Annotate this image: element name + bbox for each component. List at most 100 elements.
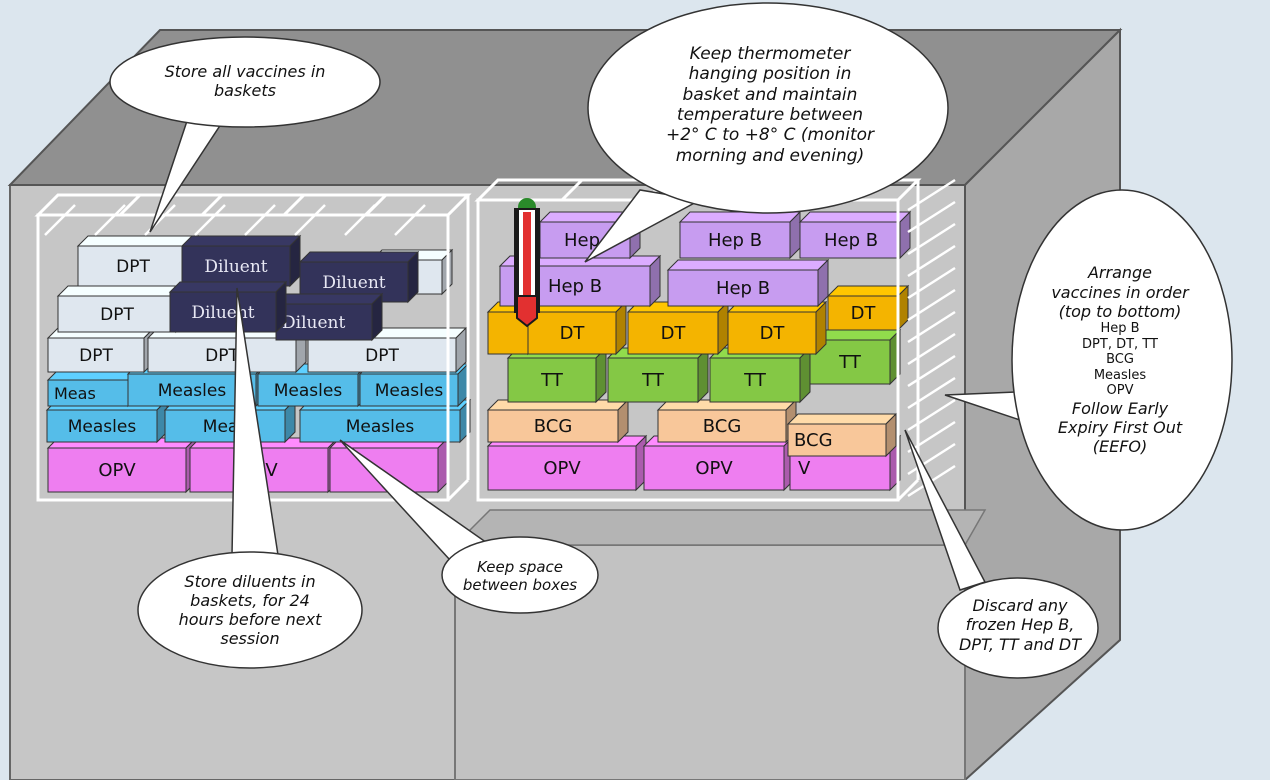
arrange-title-2: vaccines in order xyxy=(1051,282,1189,302)
callout-arrange: Arrange vaccines in order (top to bottom… xyxy=(1020,230,1220,490)
diluent-box: Diluent xyxy=(274,292,384,342)
bcg-box: BCG xyxy=(486,398,630,444)
hepb-label: Hep B xyxy=(708,230,762,251)
tt-box: TT xyxy=(708,346,812,404)
wire-line xyxy=(907,376,956,410)
thermo-line-6: morning and evening) xyxy=(675,145,865,166)
arrange-item-hepb: Hep B xyxy=(1100,321,1140,337)
measles-label: Measles xyxy=(68,417,137,437)
callout-discard-bubble xyxy=(904,429,1099,679)
thermo-line-3: basket and maintain xyxy=(682,84,858,105)
hepb-box: Hep B xyxy=(678,210,802,260)
opv-label: V xyxy=(798,458,811,479)
thermo-line-4: temperature between xyxy=(676,105,864,125)
dt-label: DT xyxy=(851,303,877,324)
dpt-box: DPT xyxy=(46,326,156,374)
wire-line xyxy=(344,204,376,236)
opv-box: OPV xyxy=(46,436,198,494)
thermo-line-5: +2° C to +8° C (monitor xyxy=(665,125,875,146)
diluent-label: Diluent xyxy=(322,273,385,293)
arrange-footer-2: Expiry First Out xyxy=(1057,418,1183,438)
tt-box: TT xyxy=(606,346,710,404)
measles-label: Measles xyxy=(375,381,444,401)
hepb-box: Hep B xyxy=(666,258,830,308)
arrange-title-3: (top to bottom) xyxy=(1058,301,1182,321)
dt-label: DT xyxy=(760,323,786,344)
tt-label: TT xyxy=(743,370,767,391)
diluent-box: Diluent xyxy=(168,280,288,334)
thermo-line-1: Keep thermometer xyxy=(689,43,851,64)
store-vaccines-text: Store all vaccines in baskets xyxy=(164,61,326,100)
wire-line xyxy=(907,398,956,432)
wire-line xyxy=(907,200,956,234)
callout-arrange-bubble xyxy=(944,189,1233,531)
wire-line xyxy=(44,204,76,236)
dt-label: DT xyxy=(661,323,687,344)
hepb-box: Hep B xyxy=(798,210,912,260)
tt-label: TT xyxy=(540,370,564,391)
diluents-line-1: Store diluents in xyxy=(184,571,316,591)
lower-compartment-top xyxy=(453,509,987,546)
wire-line xyxy=(907,178,956,212)
diluent-label: Diluent xyxy=(282,313,345,333)
wire-line xyxy=(907,244,956,278)
wire-line xyxy=(194,204,226,236)
thermometer-icon xyxy=(514,198,540,328)
arrange-item-bcg: BCG xyxy=(1106,352,1134,368)
dt-box: DT xyxy=(626,300,730,356)
wire-line xyxy=(907,420,956,454)
dpt-label: DPT xyxy=(79,346,113,366)
bcg-box: BCG xyxy=(656,398,798,444)
callout-diluents: Store diluents in baskets, for 24 hours … xyxy=(150,570,350,650)
diluents-line-4: session xyxy=(220,629,280,649)
space-line-1: Keep space xyxy=(476,558,564,576)
dt-box: DT xyxy=(526,300,628,356)
wire-line xyxy=(907,332,956,366)
arrange-item-opv: OPV xyxy=(1106,383,1134,399)
arrange-footer-3: (EEFO) xyxy=(1092,437,1148,457)
diluent-label: Diluent xyxy=(204,257,267,277)
dpt-label: DPT xyxy=(365,346,399,366)
dt-box: DT xyxy=(826,284,910,332)
opv-box: OPV xyxy=(642,434,796,492)
arrange-item-measles: Measles xyxy=(1093,367,1147,383)
dpt-label: DPT xyxy=(116,257,150,277)
discard-line-2: frozen Hep B, xyxy=(965,615,1075,635)
measles-label: Measles xyxy=(158,381,227,401)
bcg-box: BCG xyxy=(786,412,898,458)
discard-line-3: DPT, TT and DT xyxy=(959,634,1081,654)
bcg-label: BCG xyxy=(534,416,573,437)
hepb-label: Hep B xyxy=(824,230,878,251)
diluent-label: Diluent xyxy=(191,303,254,323)
space-line-2: between boxes xyxy=(462,576,578,594)
callout-discard: Discard any frozen Hep B, DPT, TT and DT xyxy=(940,590,1100,660)
wire-line xyxy=(907,442,956,476)
arrange-footer-1: Follow Early xyxy=(1071,398,1169,418)
dt-box: DT xyxy=(726,300,828,356)
opv-box: OPV xyxy=(486,434,648,492)
opv-label: OPV xyxy=(695,458,733,479)
dpt-label: DPT xyxy=(100,305,134,325)
wire-line xyxy=(907,222,956,256)
tt-label: TT xyxy=(641,370,665,391)
opv-label: OPV xyxy=(543,458,581,479)
thermo-line-2: hanging position in xyxy=(688,64,852,85)
wire-line xyxy=(244,204,276,236)
callout-thermometer-bubble xyxy=(584,2,949,263)
opv-label: OPV xyxy=(98,460,136,481)
tt-label: TT xyxy=(838,352,862,373)
diluent-box: Diluent xyxy=(180,234,302,288)
dt-label: DT xyxy=(560,323,586,344)
wire-line xyxy=(394,204,426,236)
bcg-label: BCG xyxy=(703,416,742,437)
hepb-label: Hep B xyxy=(716,278,770,299)
callout-thermometer: Keep thermometer hanging position in bas… xyxy=(605,20,935,190)
dpt-box: DPT xyxy=(76,234,200,288)
diluents-line-3: hours before next xyxy=(178,610,322,629)
callout-store-vaccines: Store all vaccines in baskets xyxy=(150,48,340,114)
arrange-title-1: Arrange xyxy=(1087,263,1153,283)
hepb-label: Hep xyxy=(564,230,600,251)
wire-line xyxy=(94,204,126,236)
dpt-box: DPT xyxy=(306,326,468,374)
dpt-label: DPT xyxy=(205,346,239,366)
